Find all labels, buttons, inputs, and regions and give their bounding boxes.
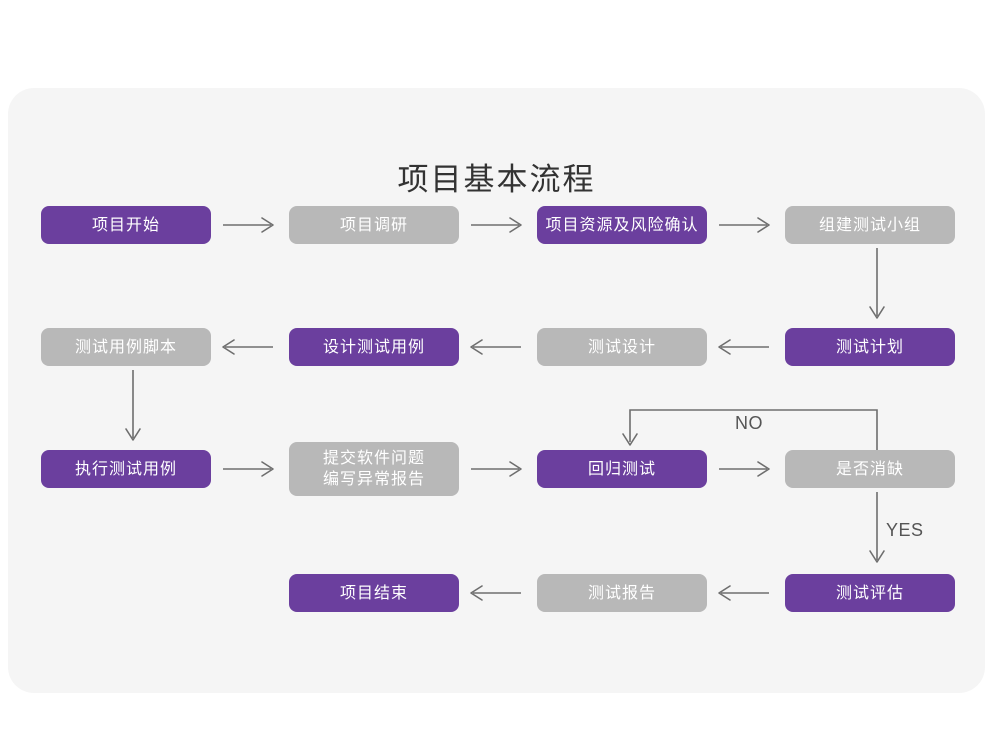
edge-label-no: NO (735, 413, 763, 433)
flow-node-submit-defect-report[interactable]: 提交软件问题 编写异常报告 (289, 442, 459, 496)
flow-node-test-report[interactable]: 测试报告 (537, 574, 707, 612)
arrow-testdesign-to-design (469, 337, 527, 357)
flow-node-design-test-case[interactable]: 设计测试用例 (289, 328, 459, 366)
flowchart-card: 项目基本流程 项目开始 项目调研 项目资源及风险确认 组建测试小组 测试用例脚本… (8, 88, 985, 693)
flow-node-test-design[interactable]: 测试设计 (537, 328, 707, 366)
flow-node-resource-risk-confirm[interactable]: 项目资源及风险确认 (537, 206, 707, 244)
arrow-plan-to-testdesign (717, 337, 775, 357)
arrow-resource-risk-to-team (717, 215, 775, 235)
arrow-script-to-execute (117, 368, 149, 450)
arrow-team-to-test-plan (861, 246, 893, 328)
flow-node-project-end[interactable]: 项目结束 (289, 574, 459, 612)
flow-node-test-case-script[interactable]: 测试用例脚本 (41, 328, 211, 366)
arrow-execute-to-submit (221, 459, 279, 479)
flow-node-execute-test-case[interactable]: 执行测试用例 (41, 450, 211, 488)
arrow-design-to-script (221, 337, 279, 357)
flow-node-form-test-team[interactable]: 组建测试小组 (785, 206, 955, 244)
arrow-evaluation-to-report (717, 583, 775, 603)
flow-node-regression-test[interactable]: 回归测试 (537, 450, 707, 488)
flow-node-project-research[interactable]: 项目调研 (289, 206, 459, 244)
arrow-start-to-research (221, 215, 279, 235)
page-title: 项目基本流程 (397, 161, 596, 197)
flow-node-defect-resolved[interactable]: 是否消缺 (785, 450, 955, 488)
arrow-regression-to-defect-check (717, 459, 775, 479)
arrow-report-to-end (469, 583, 527, 603)
flow-node-project-start[interactable]: 项目开始 (41, 206, 211, 244)
arrow-submit-to-regression (469, 459, 527, 479)
flow-node-test-evaluation[interactable]: 测试评估 (785, 574, 955, 612)
edge-label-yes: YES (886, 520, 924, 540)
arrow-research-to-resource-risk (469, 215, 527, 235)
flow-node-test-plan[interactable]: 测试计划 (785, 328, 955, 366)
